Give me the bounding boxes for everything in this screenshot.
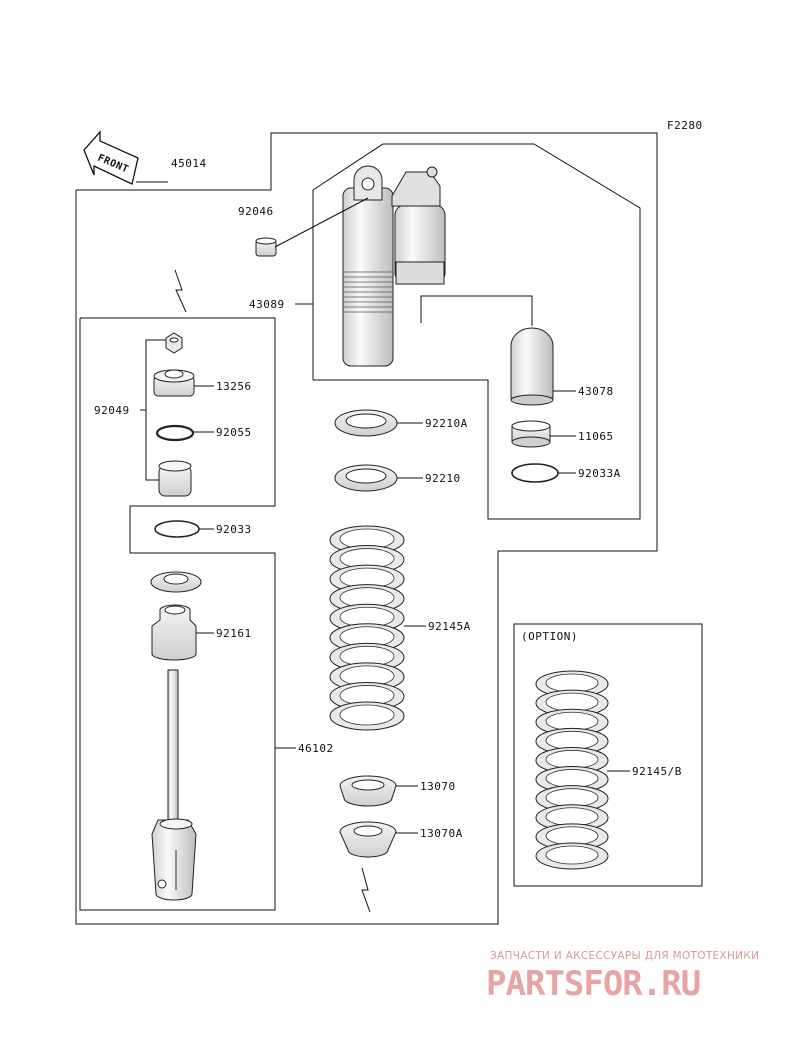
spring-92145b (535, 670, 609, 870)
label-13256: 13256 (216, 380, 252, 393)
label-92033: 92033 (216, 523, 252, 536)
shock-body (342, 165, 446, 367)
bushing-92046 (255, 237, 277, 257)
figure-code: F2280 (667, 119, 703, 132)
label-92055: 92055 (216, 426, 252, 439)
spring-seat-13070 (339, 775, 397, 807)
washer (150, 571, 202, 593)
bump-stop-92049 (158, 460, 192, 497)
label-92145a: 92145A (428, 620, 471, 633)
nut-small (165, 332, 183, 354)
watermark-tagline: ЗАПЧАСТИ И АКСЕССУАРЫ ДЛЯ МОТОТЕХНИКИ (490, 950, 760, 962)
spring-seat-13070a (339, 821, 397, 858)
cap-13256 (153, 369, 195, 397)
o-ring-92055 (155, 424, 195, 442)
locknut-92210a (334, 409, 398, 437)
seal-11065 (511, 420, 551, 448)
label-43078: 43078 (578, 385, 614, 398)
label-92033a: 92033A (578, 467, 621, 480)
rubber-stop-92161 (151, 604, 197, 661)
circlip-92033a (511, 463, 559, 483)
label-92046: 92046 (238, 205, 274, 218)
reservoir-outline (312, 143, 641, 520)
label-45014: 45014 (171, 157, 207, 170)
label-92049: 92049 (94, 404, 130, 417)
circlip-92033 (154, 520, 200, 538)
label-43089: 43089 (249, 298, 285, 311)
rod-assembly-outline (79, 317, 276, 911)
locknut-92210 (334, 464, 398, 492)
option-label: (OPTION) (521, 630, 578, 643)
watermark-logo: PARTSFOR.RU (486, 964, 701, 1004)
front-arrow-icon: FRONT (83, 130, 139, 185)
option-box (513, 623, 703, 887)
label-92161: 92161 (216, 627, 252, 640)
reservoir-cap-43078 (510, 327, 554, 406)
label-11065: 11065 (578, 430, 614, 443)
damper-rod-46102 (151, 669, 197, 901)
assembly-outline (75, 132, 658, 925)
label-92210: 92210 (425, 472, 461, 485)
label-92145b: 92145/B (632, 765, 682, 778)
label-46102: 46102 (298, 742, 334, 755)
leader-lines (136, 181, 630, 913)
label-13070: 13070 (420, 780, 456, 793)
spring-92145a (329, 525, 405, 731)
label-92210a: 92210A (425, 417, 468, 430)
label-13070a: 13070A (420, 827, 463, 840)
